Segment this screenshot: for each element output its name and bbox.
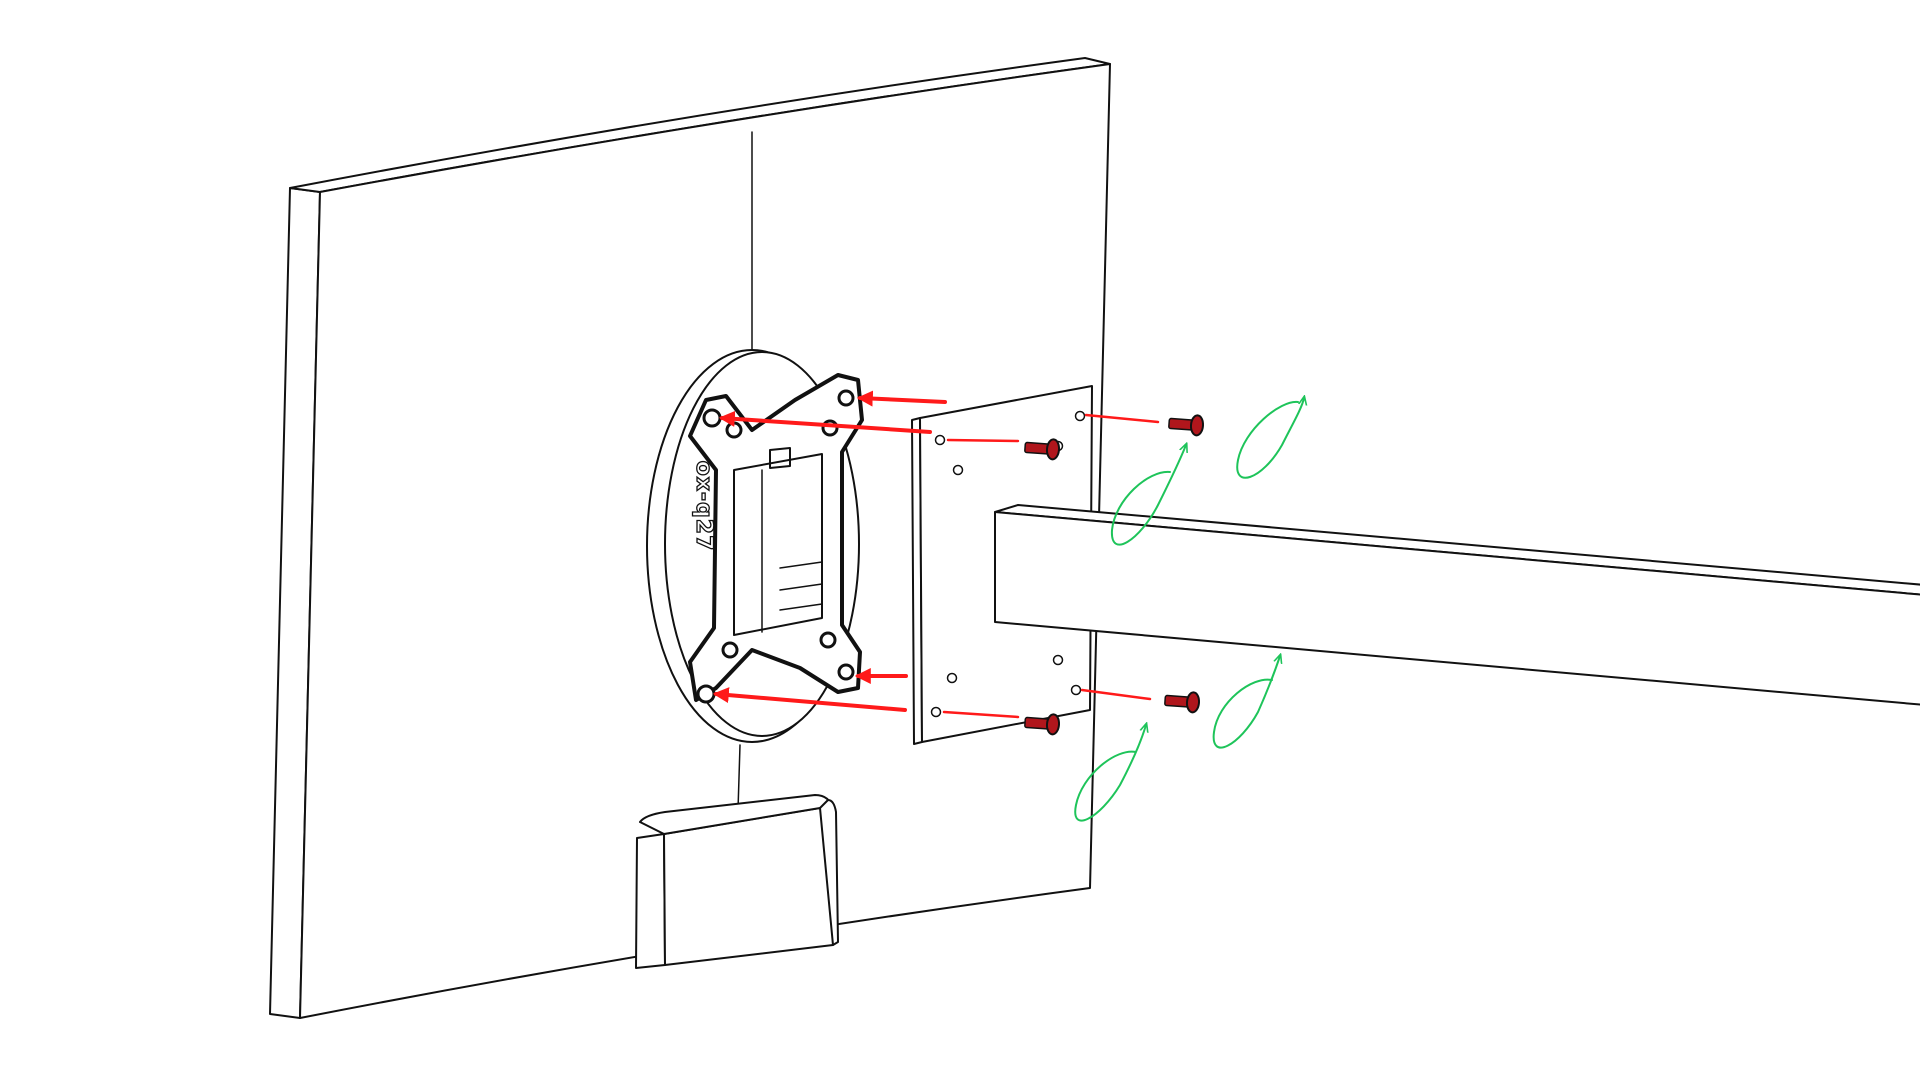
- insertion-arrows: [712, 390, 1160, 719]
- screw-icon: [1164, 691, 1201, 714]
- mount-arm: [994, 504, 1920, 706]
- rotate-clockwise-icon: [1212, 656, 1280, 749]
- arrow-plate-to-adapter-1: [856, 390, 947, 407]
- arrow-screw-to-plate-1: [946, 438, 1020, 443]
- rotation-indicators: [1074, 398, 1304, 822]
- rotate-clockwise-icon: [1074, 725, 1146, 822]
- adapter-hole-bottom-right-inner: [819, 631, 837, 649]
- screw-icon: [1024, 713, 1061, 736]
- monitor-stand-cover: [663, 807, 834, 966]
- monitor-stand-right: [819, 799, 839, 946]
- screw-icon: [1168, 414, 1205, 437]
- adapter-hole-top-right: [837, 389, 855, 407]
- adapter-hole-bottom-right: [837, 663, 855, 681]
- arrow-screw-to-plate-2: [1084, 413, 1160, 424]
- plate-hole-6: [930, 706, 942, 718]
- plate-hole-8: [1070, 684, 1082, 696]
- arrow-plate-to-adapter-4: [712, 687, 907, 712]
- adapter-inner-window: [733, 453, 823, 636]
- plate-hole-1: [934, 434, 946, 446]
- arrow-screw-to-plate-4: [1080, 688, 1152, 701]
- adapter-hole-bottom-left-inner: [721, 641, 739, 659]
- plate-hole-7: [1052, 654, 1064, 666]
- adapter-hole-top-left: [702, 408, 722, 428]
- arm-front-face: [994, 511, 1920, 706]
- adapter-inner-ribs: [761, 469, 823, 633]
- plate-hole-2: [952, 464, 964, 476]
- screws: [1024, 414, 1205, 736]
- adapter-hole-top-left-inner: [725, 421, 743, 439]
- adapter-hole-bottom-left: [696, 684, 716, 704]
- adapter-up-tab: [769, 447, 791, 469]
- rotate-clockwise-icon: [1236, 398, 1304, 479]
- arrow-screw-to-plate-3: [942, 710, 1020, 719]
- screw-icon: [1024, 438, 1061, 461]
- monitor-stand-bracket: [635, 833, 666, 969]
- rotate-clockwise-icon: [1110, 445, 1186, 546]
- monitor-center-seam: [737, 131, 753, 811]
- adapter-label: ox-q27: [691, 461, 716, 552]
- plate-hole-3: [1074, 410, 1086, 422]
- vesa-adapter: ox-q27: [688, 373, 864, 704]
- plate-hole-5: [946, 672, 958, 684]
- arrow-plate-to-adapter-2: [718, 410, 932, 434]
